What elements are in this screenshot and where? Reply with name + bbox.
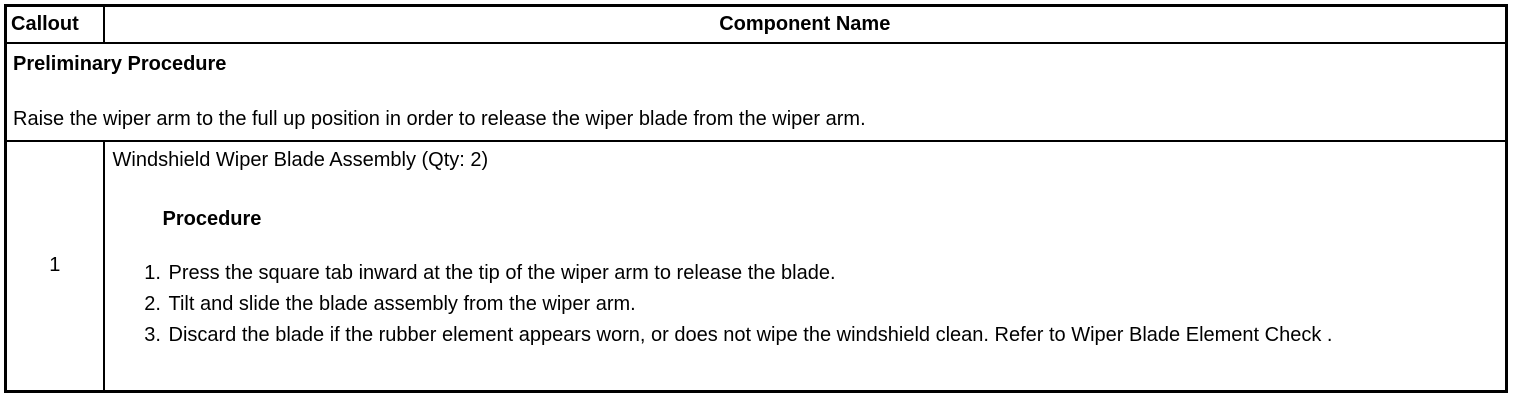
procedure-step-2: Tilt and slide the blade assembly from t…	[167, 289, 1496, 320]
component-name-column-header: Component Name	[102, 4, 1508, 44]
preliminary-procedure-title: Preliminary Procedure	[13, 52, 227, 75]
component-cell: Windshield Wiper Blade Assembly (Qty: 2)…	[102, 139, 1508, 393]
table-header-row: Callout Component Name	[4, 4, 1508, 44]
procedure-steps-list: Press the square tab inward at the tip o…	[113, 258, 1496, 351]
callout-column-header: Callout	[4, 4, 105, 44]
component-name-text: Windshield Wiper Blade Assembly (Qty: 2)	[112, 148, 489, 171]
procedure-title: Procedure	[162, 207, 262, 230]
procedure-step-1: Press the square tab inward at the tip o…	[167, 258, 1496, 289]
callout-number: 1	[4, 139, 105, 393]
table-row: 1 Windshield Wiper Blade Assembly (Qty: …	[4, 139, 1508, 393]
procedure-step-3: Discard the blade if the rubber element …	[167, 320, 1496, 351]
component-table: Callout Component Name Preliminary Proce…	[4, 4, 1508, 393]
preliminary-procedure-row: Preliminary Procedure Raise the wiper ar…	[4, 41, 1508, 142]
preliminary-procedure-cell: Preliminary Procedure Raise the wiper ar…	[4, 41, 1508, 142]
preliminary-procedure-text: Raise the wiper arm to the full up posit…	[13, 107, 866, 130]
